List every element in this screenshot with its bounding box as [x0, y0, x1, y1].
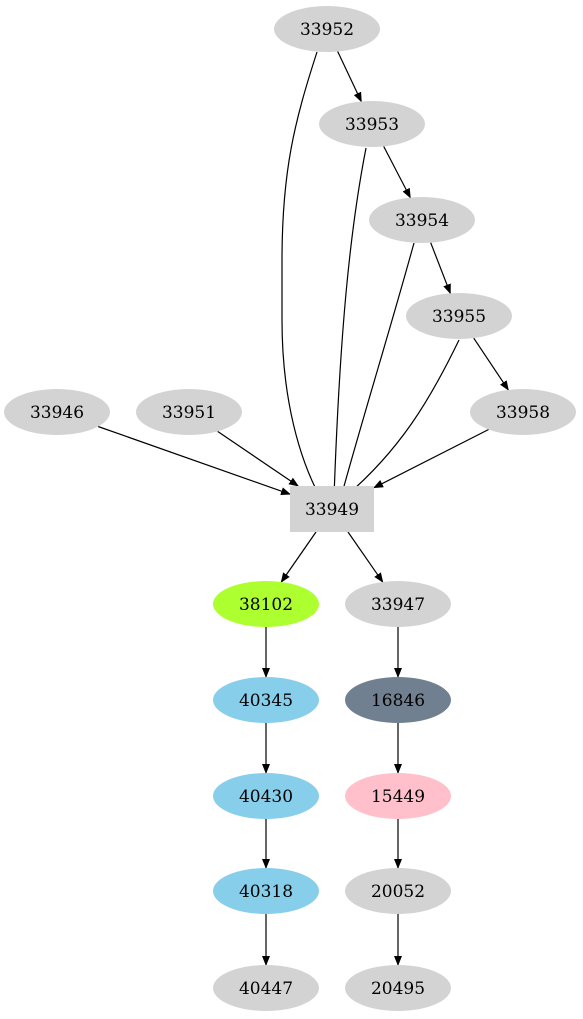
node-label: 40447 [239, 979, 293, 999]
edge-33953-to-33949 [330, 147, 367, 498]
node-label: 33947 [371, 595, 425, 615]
node-label: 33955 [432, 307, 486, 327]
node-40430: 40430 [213, 773, 319, 819]
node-label: 33958 [496, 403, 550, 423]
node-33952: 33952 [274, 6, 380, 52]
node-ellipse [345, 773, 451, 819]
node-label: 33954 [395, 211, 449, 231]
edge-33951-to-33949 [217, 430, 299, 487]
node-15449: 15449 [345, 773, 451, 819]
edge-33952-to-33953 [337, 51, 362, 103]
node-label: 40318 [239, 882, 293, 902]
node-ellipse [4, 389, 110, 435]
node-label: 33951 [162, 403, 216, 423]
node-label: 33953 [345, 115, 399, 135]
node-ellipse [213, 965, 319, 1011]
node-label: 20495 [371, 979, 425, 999]
node-ellipse [274, 6, 380, 52]
node-ellipse [406, 293, 512, 339]
node-33954: 33954 [369, 197, 475, 243]
node-ellipse [136, 389, 242, 435]
node-33955: 33955 [406, 293, 512, 339]
node-label: 40430 [239, 787, 293, 807]
node-ellipse [345, 581, 451, 627]
node-ellipse [369, 197, 475, 243]
node-40447: 40447 [213, 965, 319, 1011]
node-33946: 33946 [4, 389, 110, 435]
node-label: 16846 [371, 691, 425, 711]
edge-33953-to-33954 [383, 146, 411, 199]
node-ellipse [213, 868, 319, 914]
node-ellipse [345, 677, 451, 723]
edge-33958-to-33949 [373, 428, 489, 489]
edge-33954-to-33955 [430, 242, 451, 295]
edges-layer [97, 51, 509, 966]
node-label: 33949 [305, 500, 359, 520]
node-ellipse [213, 677, 319, 723]
node-ellipse [319, 101, 425, 147]
node-33953: 33953 [319, 101, 425, 147]
node-label: 15449 [371, 787, 425, 807]
edge-33955-to-33949 [344, 339, 460, 498]
node-label: 20052 [371, 882, 425, 902]
node-ellipse [470, 389, 576, 435]
edge-33949-to-38102 [280, 531, 317, 583]
edge-33955-to-33958 [473, 337, 509, 391]
node-ellipse [345, 965, 451, 1011]
node-box [290, 486, 374, 532]
node-38102: 38102 [213, 581, 319, 627]
edge-33954-to-33949 [339, 242, 415, 498]
node-label: 38102 [239, 595, 293, 615]
node-33947: 33947 [345, 581, 451, 627]
nodes-layer: 33952 33953 33954 33955 33946 33951 33958 33949… [4, 6, 576, 1011]
node-label: 33952 [300, 20, 354, 40]
node-ellipse [213, 773, 319, 819]
node-20052: 20052 [345, 868, 451, 914]
node-label: 33946 [30, 403, 84, 423]
node-ellipse [345, 868, 451, 914]
node-33951: 33951 [136, 389, 242, 435]
node-33949: 33949 [290, 486, 374, 532]
node-33958: 33958 [470, 389, 576, 435]
node-40345: 40345 [213, 677, 319, 723]
node-label: 40345 [239, 691, 293, 711]
edge-33949-to-33947 [347, 531, 384, 583]
node-20495: 20495 [345, 965, 451, 1011]
node-40318: 40318 [213, 868, 319, 914]
node-16846: 16846 [345, 677, 451, 723]
edge-33946-to-33949 [97, 425, 291, 495]
node-ellipse [213, 581, 319, 627]
edge-33952-to-33949 [281, 51, 321, 498]
